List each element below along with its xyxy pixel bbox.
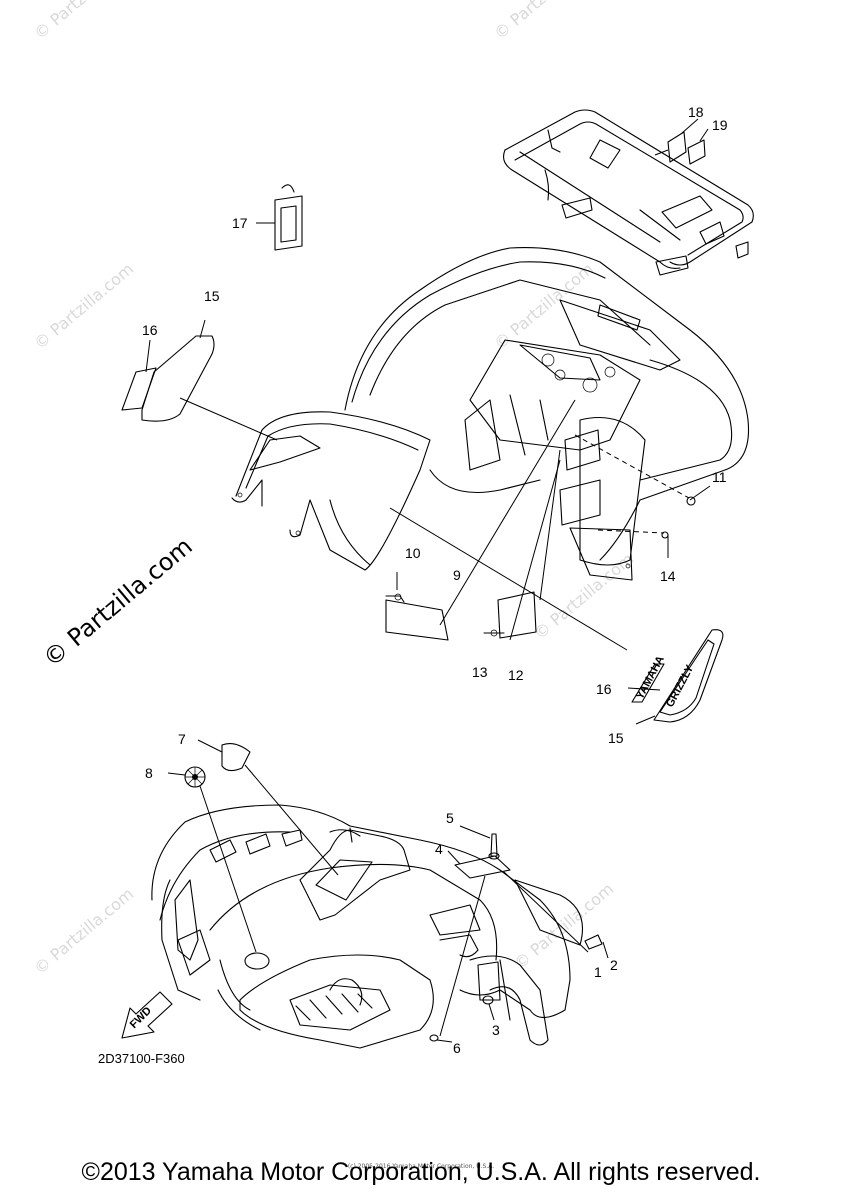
watermark: © Partzilla.com — [30, 0, 137, 43]
rear-fender — [344, 247, 750, 581]
watermark: © Partzilla.com — [490, 259, 597, 353]
callout-14: 14 — [660, 568, 676, 584]
callout-2: 2 — [610, 957, 618, 973]
callout-11: 11 — [712, 469, 727, 485]
main-watermark: © Partzilla.com — [38, 532, 198, 672]
callout-12: 12 — [508, 667, 524, 683]
callout-17: 17 — [232, 215, 248, 231]
callout-1: 1 — [594, 964, 602, 980]
callout-3: 3 — [492, 1022, 500, 1038]
callout-15-rear-right: 15 — [608, 730, 624, 746]
part-18-19-label — [654, 118, 709, 165]
callout-8: 8 — [145, 765, 153, 781]
watermark: © Partzilla.com — [30, 884, 137, 978]
callout-4: 4 — [435, 841, 443, 857]
tiny-copyright: (c) 2005-2016 Yamaha Motor Corporation, … — [347, 1163, 495, 1170]
callout-13: 13 — [472, 664, 488, 680]
leader-lines — [145, 319, 711, 1043]
callout-6: 6 — [453, 1040, 461, 1056]
callout-19: 19 — [712, 117, 728, 133]
fwd-label: FWD — [128, 1005, 154, 1031]
callouts: 1 2 3 4 5 6 7 8 9 10 11 12 13 14 15 15 1… — [142, 104, 728, 1056]
rear-carrier-rack — [503, 109, 754, 276]
callout-18: 18 — [688, 104, 704, 120]
watermark-group: © Partzilla.com © Partzilla.com © Partzi… — [30, 0, 637, 978]
grizzly-decal-text: GRIZZLY — [664, 663, 697, 710]
callout-9: 9 — [453, 567, 461, 583]
callout-5: 5 — [446, 810, 454, 826]
copyright-footer: ©2013 Yamaha Motor Corporation, U.S.A. A… — [81, 1158, 761, 1186]
fasteners — [429, 496, 696, 1042]
front-decals — [184, 743, 584, 946]
callout-15-rear-left: 15 — [204, 288, 220, 304]
watermark: © Partzilla.com — [490, 0, 597, 43]
yamaha-decal-text: YAMAHA — [634, 654, 667, 701]
diagram-code: 2D37100-F360 — [98, 1051, 185, 1066]
callout-7: 7 — [178, 731, 186, 747]
rear-labels — [385, 591, 537, 641]
callout-16-rear-left: 16 — [142, 322, 158, 338]
fwd-arrow: FWD — [121, 991, 173, 1039]
part-17-tag — [256, 184, 303, 251]
rear-fender-flare-left — [231, 411, 431, 571]
rear-side-decal-right: GRIZZLY YAMAHA — [631, 629, 724, 723]
watermark: © Partzilla.com — [30, 259, 137, 353]
front-fender — [151, 804, 571, 1049]
callout-10: 10 — [405, 545, 421, 561]
callout-16-rear-right: 16 — [596, 681, 612, 697]
rear-side-decals-left — [121, 335, 215, 422]
